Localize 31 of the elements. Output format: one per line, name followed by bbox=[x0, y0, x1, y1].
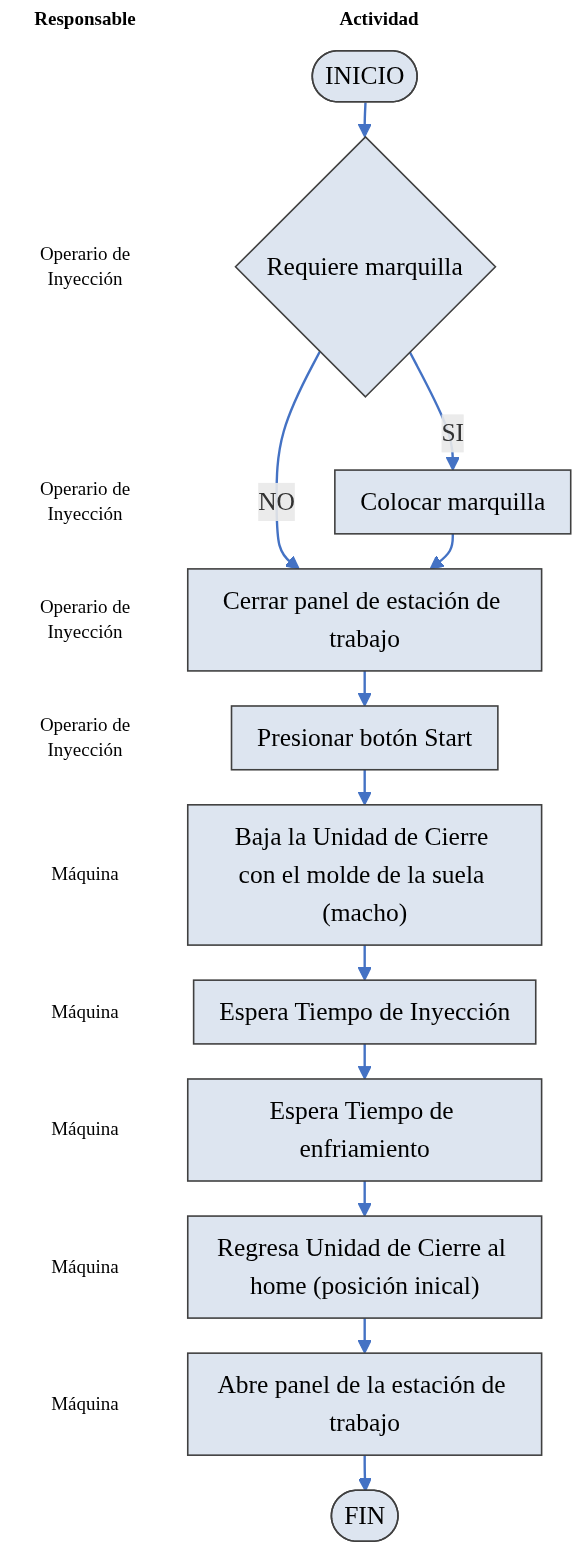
responsible-label: Máquina bbox=[50, 999, 120, 1024]
node-box: Baja la Unidad de Cierre con el molde de la suela (macho) bbox=[186, 804, 543, 946]
edge-label: NO bbox=[257, 487, 295, 515]
arrow bbox=[357, 1318, 372, 1354]
node-box: Espera Tiempo de enfriamiento bbox=[186, 1078, 543, 1182]
edge-label: SI bbox=[441, 419, 464, 447]
node-box: Regresa Unidad de Cierre al home (posición inical) bbox=[186, 1215, 543, 1319]
arrow bbox=[357, 769, 372, 806]
column-header: Responsable bbox=[33, 8, 137, 30]
arrow bbox=[357, 102, 372, 138]
node-box: Abre panel de la estación de trabajo bbox=[186, 1352, 543, 1456]
responsible-label: Operario de Inyección bbox=[38, 242, 132, 291]
arrow bbox=[357, 1455, 372, 1492]
node-box: Presionar botón Start bbox=[230, 705, 499, 771]
column-header: Actividad bbox=[338, 8, 420, 30]
node-box: Colocar marquilla bbox=[333, 469, 572, 535]
arrow bbox=[357, 670, 372, 707]
responsible-label: Operario de Inyección bbox=[38, 595, 132, 645]
arrow bbox=[429, 533, 454, 570]
responsible-label: Máquina bbox=[50, 1391, 120, 1416]
responsible-label: Máquina bbox=[50, 1254, 120, 1279]
node-box: Cerrar panel de estación de trabajo bbox=[186, 568, 543, 672]
node-diamond: Requiere marquilla bbox=[234, 135, 497, 398]
responsible-label: Máquina bbox=[50, 862, 120, 887]
responsible-label: Máquina bbox=[50, 1117, 120, 1142]
arrow bbox=[357, 945, 372, 981]
arrow bbox=[357, 1043, 372, 1080]
responsible-label: Operario de Inyección bbox=[38, 477, 132, 527]
node-box: Espera Tiempo de Inyección bbox=[192, 979, 537, 1045]
arrow bbox=[357, 1181, 372, 1217]
responsible-label: Operario de Inyección bbox=[38, 713, 132, 763]
